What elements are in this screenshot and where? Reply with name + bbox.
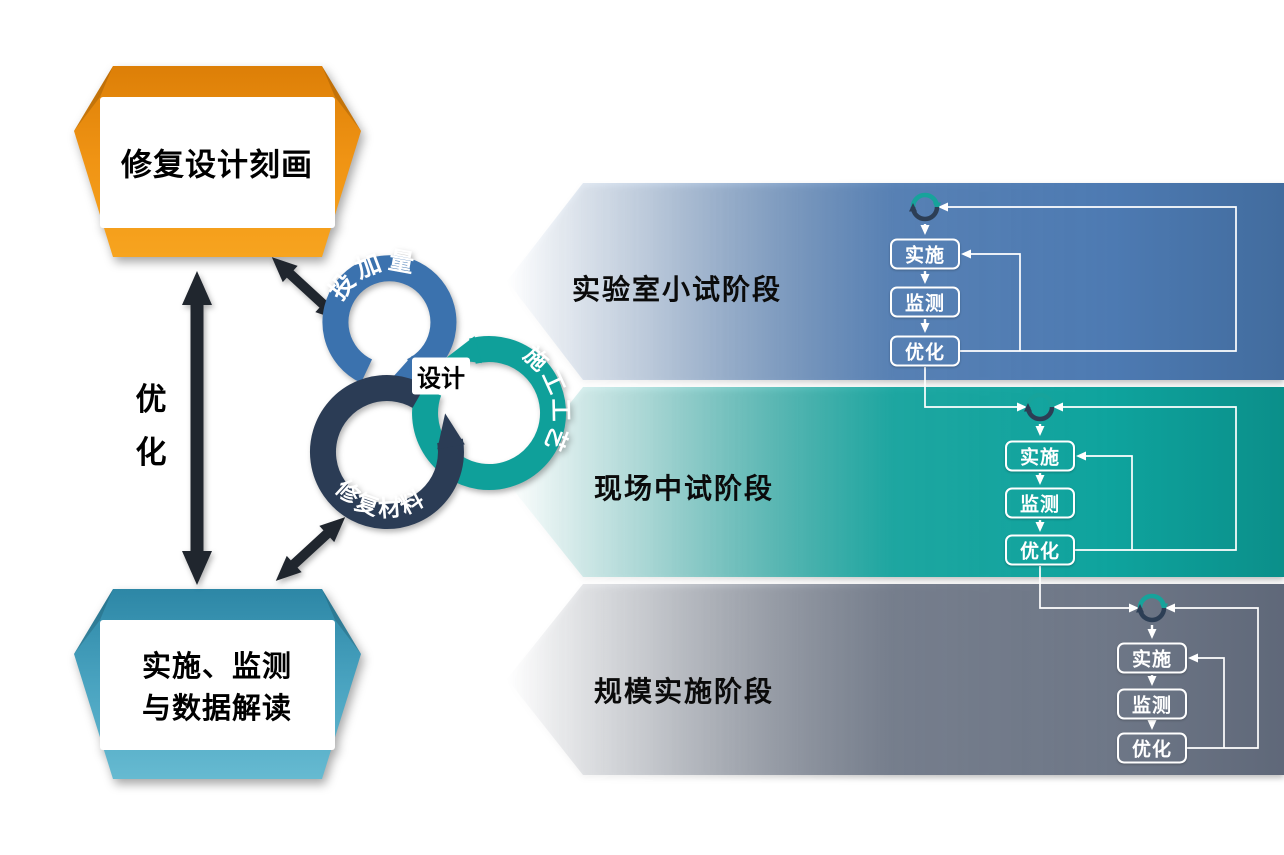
bottom-diagonal-double-arrow (275, 517, 346, 581)
stage2-cycle-refresh-icon (1024, 392, 1056, 422)
stage-bands (507, 183, 1284, 775)
stage3-band (507, 584, 1284, 775)
stage3-outer-loop (1165, 603, 1259, 749)
stage2-outer-loop (1053, 402, 1237, 551)
stage1-outer-loop (938, 202, 1237, 352)
stage3-inner-loop (1188, 653, 1225, 748)
stage2-inner-loop (1076, 451, 1133, 550)
stage1-to-stage2-connector (924, 367, 1027, 412)
stage1-cycle-refresh-icon (909, 192, 941, 222)
top-banner (74, 66, 361, 257)
stage2-to-stage3-connector (1039, 566, 1139, 613)
bottom-banner-panel (100, 620, 335, 750)
top-banner-panel (100, 97, 335, 228)
bottom-banner-fold-right (322, 589, 361, 654)
bottom-banner-fold-left (74, 589, 113, 654)
step-chain-arrows (920, 224, 1157, 730)
bottom-banner (74, 589, 361, 779)
stage2-band (507, 387, 1284, 577)
dosage-ring-arrow (322, 255, 457, 384)
stage1-band (507, 183, 1284, 380)
ring-label-dosage: 投加量 (323, 245, 416, 305)
top-banner-fold-right (322, 66, 361, 131)
svg-text:投加量: 投加量 (323, 245, 420, 305)
stage3-cycle-refresh-icon (1136, 593, 1168, 623)
feedback-arrows (182, 257, 346, 585)
stage1-inner-loop (961, 249, 1021, 351)
top-diagonal-double-arrow (271, 257, 342, 321)
stage-flow-connectors (924, 202, 1259, 749)
process-ring-arrow (412, 336, 567, 490)
top-banner-fold-left (74, 66, 113, 131)
material-ring-arrow (309, 375, 465, 529)
